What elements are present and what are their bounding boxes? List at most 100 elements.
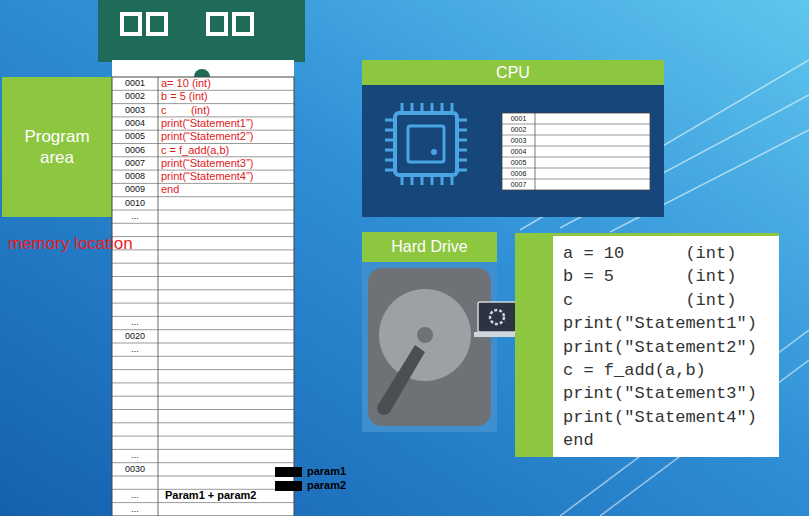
register-address: 0006 [502, 168, 535, 179]
table-row-line [112, 303, 294, 304]
param-label: param2 [307, 479, 367, 492]
cpu-chip-icon [385, 103, 467, 185]
table-row-line [112, 316, 294, 317]
memory-address: 0001 [112, 77, 158, 90]
memory-cell: c = f_add(a,b) [161, 144, 293, 157]
hard-drive-panel: Hard Drive [362, 232, 497, 432]
chip-pin [421, 103, 424, 113]
memory-cell: print(“Statement4”) [161, 170, 293, 183]
memory-address: 0007 [112, 157, 158, 170]
table-row-line [112, 422, 294, 423]
table-row-line [502, 135, 650, 136]
cpu-register-table [502, 113, 650, 190]
chip-pin [385, 169, 395, 172]
memory-address: 0020 [112, 330, 158, 343]
hard-drive-icon [368, 268, 491, 426]
chip-pin [441, 103, 444, 113]
memory-address: 0008 [112, 170, 158, 183]
memory-address: 0005 [112, 130, 158, 143]
chip-pin [457, 119, 467, 122]
table-row-line [502, 124, 650, 125]
table-row-line [112, 369, 294, 370]
table-row-line [112, 196, 294, 197]
code-line: print("Statement4") [563, 406, 775, 429]
register-address: 0003 [502, 135, 535, 146]
memory-cell: b = 5 (int) [161, 90, 293, 103]
chip-pin [385, 159, 395, 162]
chip-pin [385, 119, 395, 122]
memory-cell: end [161, 183, 293, 196]
memory-address: ... [112, 343, 158, 356]
memory-cell: c (int) [161, 104, 293, 117]
register-address: 0007 [502, 179, 535, 190]
chip-pin [411, 103, 414, 113]
param-marks [275, 467, 302, 491]
code-line: c = f_add(a,b) [563, 359, 775, 382]
box-title: CPU [362, 60, 664, 85]
chip-pin [451, 103, 454, 113]
table-row-line [502, 146, 650, 147]
memory-address: ... [112, 449, 158, 462]
register-address: 0001 [502, 113, 535, 124]
memory-address: 0009 [112, 183, 158, 196]
memory-address: 0002 [112, 90, 158, 103]
memory-address: ... [112, 210, 158, 223]
register-address: 0002 [502, 124, 535, 135]
register-address: 0004 [502, 146, 535, 157]
chip-pin [431, 175, 434, 185]
box-title: Hard Drive [362, 232, 497, 262]
table-row-line [112, 356, 294, 357]
memory-address: 0010 [112, 197, 158, 210]
memory-address: ... [112, 489, 158, 502]
table-row-line [112, 396, 294, 397]
register-address: 0005 [502, 157, 535, 168]
program-area-box [2, 77, 112, 217]
code-line: end [563, 429, 775, 452]
table-row-line [112, 289, 294, 290]
param-label: param1 [307, 465, 367, 478]
chip-pin [385, 149, 395, 152]
table-row-line [112, 263, 294, 264]
table-row-line [112, 343, 294, 344]
ram-chip [98, 0, 305, 77]
chip-pin [385, 129, 395, 132]
table-row-line [502, 157, 650, 158]
code-box: a = 10 (int)b = 5 (int)c (int)print("Sta… [515, 233, 779, 457]
chip-pin [457, 159, 467, 162]
table-row-line [112, 436, 294, 437]
memory-address: 0003 [112, 104, 158, 117]
code-line: print("Statement3") [563, 382, 775, 405]
table-row-line [112, 223, 294, 224]
code-line: print("Statement1") [563, 312, 775, 335]
chip-pin [401, 175, 404, 185]
chip-pin [431, 103, 434, 113]
memory-address: 0006 [112, 144, 158, 157]
chip-pin [457, 129, 467, 132]
chip-pin [411, 175, 414, 185]
table-row-line [112, 449, 294, 450]
cpu-panel [362, 60, 664, 217]
table-row-line [112, 183, 294, 184]
chip-pin [457, 139, 467, 142]
chip-pin [451, 175, 454, 185]
table-row-line [112, 476, 294, 477]
program-area-box: Program area [2, 77, 112, 217]
chip-pin [457, 169, 467, 172]
memory-address: ... [112, 316, 158, 329]
chip-pin [441, 175, 444, 185]
table-row-line [112, 249, 294, 250]
memory-address: 0004 [112, 117, 158, 130]
code-line: print("Statement2") [563, 336, 775, 359]
table-row-line [112, 276, 294, 277]
table-row-line [112, 382, 294, 383]
code-line: a = 10 (int) [563, 242, 775, 265]
hard-drive-panel [362, 232, 520, 432]
table-row-line [112, 236, 294, 237]
memory-cell: print(“Statement3”) [161, 157, 293, 170]
memory-cell: Param1 + param2 [165, 489, 293, 502]
table-row-line [502, 168, 650, 169]
table-row-line [112, 502, 294, 503]
code-line: c (int) [563, 289, 775, 312]
